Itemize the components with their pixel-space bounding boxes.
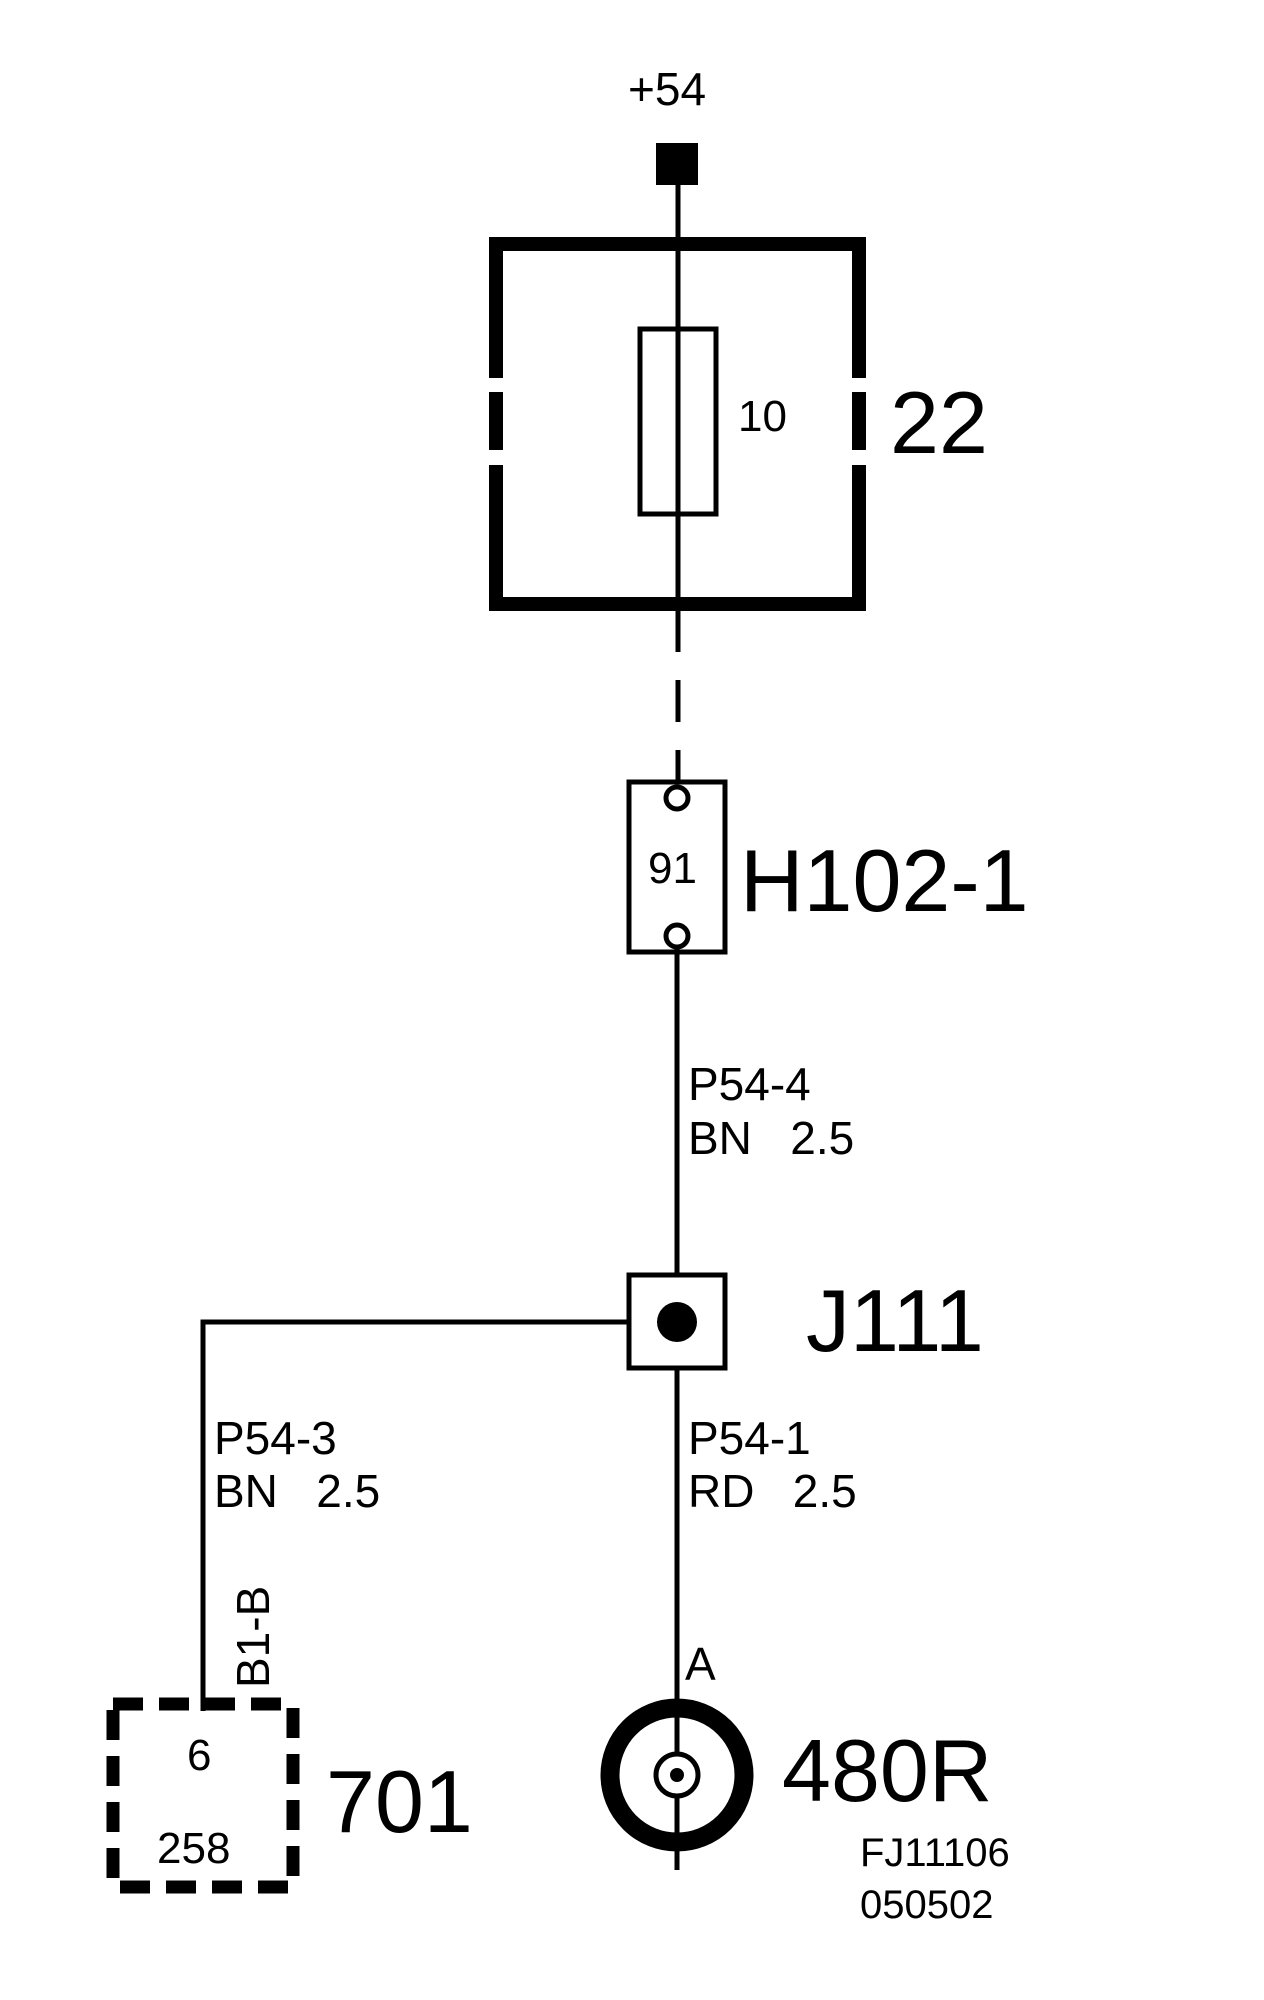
connector-h102-pin-label: 91 bbox=[648, 844, 697, 893]
connector-480r-outer-ring bbox=[600, 1698, 754, 1852]
fuse-rating-label: 10 bbox=[738, 392, 787, 441]
junction-j111-label: J111 bbox=[806, 1271, 984, 1370]
connector-480r-center bbox=[670, 1768, 684, 1782]
component-701-part-label: 258 bbox=[157, 1824, 230, 1873]
connector-h102-pin-top bbox=[663, 784, 691, 812]
connector-h102-pin-bottom bbox=[663, 922, 691, 950]
connector-480r-id-label: 480R bbox=[782, 1721, 992, 1820]
supply-label: +54 bbox=[628, 63, 706, 115]
component-701-id-label: 701 bbox=[326, 1752, 473, 1851]
wire-p54-1-spec: RD 2.5 bbox=[688, 1465, 857, 1517]
fuse-box-id-label: 22 bbox=[890, 373, 988, 472]
wire-p54-3 bbox=[200, 1319, 629, 1711]
connector-480r-pin-label: A bbox=[685, 1638, 716, 1690]
wire-p54-4-name: P54-4 bbox=[688, 1058, 811, 1110]
wire-p54-1-name: P54-1 bbox=[688, 1412, 811, 1464]
wire-p54-3-name: P54-3 bbox=[214, 1412, 337, 1464]
supply-terminal bbox=[656, 143, 698, 185]
fuse-box-22 bbox=[489, 237, 866, 611]
fuse-element bbox=[637, 326, 719, 517]
connector-h102-id-label: H102-1 bbox=[740, 831, 1029, 930]
component-701-pin-designation: B1-B bbox=[227, 1586, 279, 1688]
wire-p54-3-spec: BN 2.5 bbox=[214, 1465, 380, 1517]
drawing-date-code: 050502 bbox=[860, 1883, 993, 1927]
drawing-reference-code: FJ11106 bbox=[860, 1831, 1010, 1875]
junction-j111-dot bbox=[657, 1302, 697, 1342]
component-701-pin-label: 6 bbox=[187, 1731, 211, 1780]
wire-p54-4-spec: BN 2.5 bbox=[688, 1112, 854, 1164]
